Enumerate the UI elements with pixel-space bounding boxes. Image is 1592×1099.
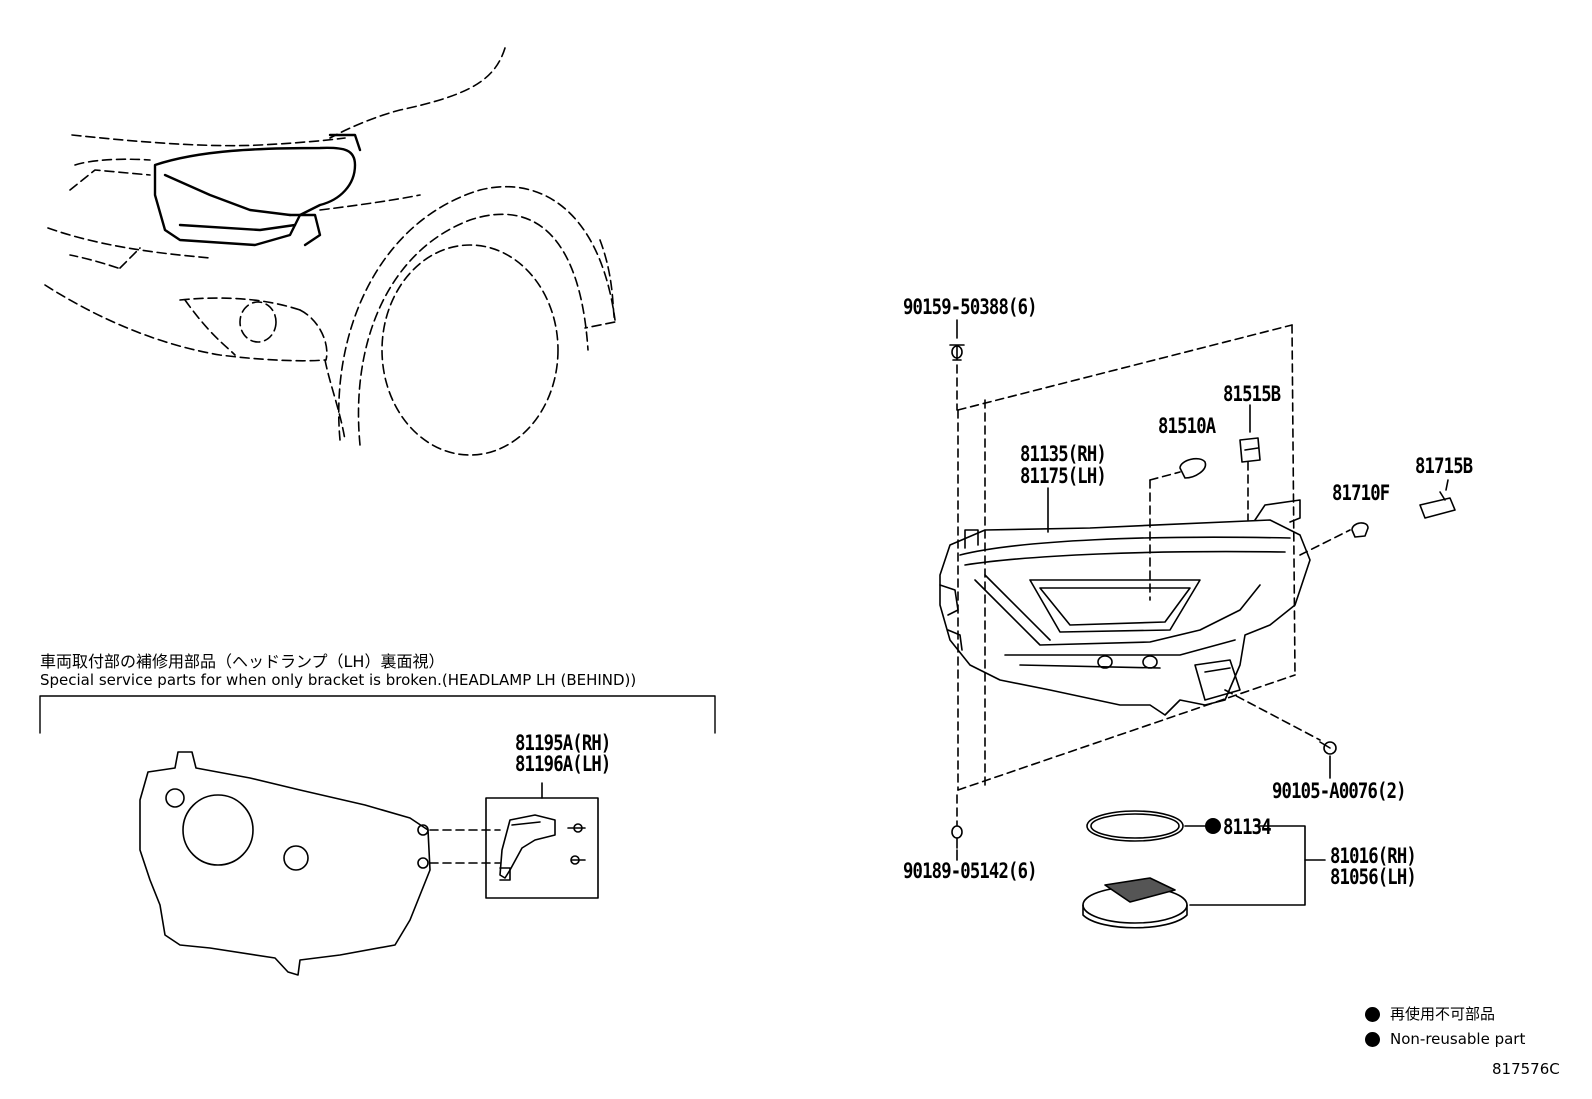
service-note-japanese: 車両取付部の補修用部品（ヘッドランプ（LH）裏面視） [40, 652, 445, 671]
vehicle-front-illustration [44, 47, 616, 456]
socket-81715b-icon [1419, 479, 1456, 519]
label-bolt-bottom: 90189-05142(6) [903, 859, 1037, 883]
bolt-top-icon [949, 319, 965, 411]
legend-jp-text: 再使用不可部品 [1390, 1005, 1496, 1023]
vehicle-headlamp-illustration [153, 133, 362, 247]
label-bracket-lh: 81196A(LH) [515, 752, 611, 776]
headlamp-back-view-illustration [139, 751, 501, 976]
figure-reference: 817576C [1492, 1060, 1560, 1078]
screw-right-icon [1319, 741, 1337, 779]
legend-dot-icon [1365, 1007, 1380, 1022]
label-screw-right: 90105-A0076(2) [1272, 779, 1406, 803]
bolt-bottom-icon [951, 794, 963, 861]
label-bulb-81710f: 81710F [1332, 481, 1390, 505]
part-bracket-leader [1189, 825, 1306, 906]
label-computer-lh: 81056(LH) [1330, 865, 1417, 889]
label-headlamp-lh: 81175(LH) [1020, 464, 1107, 488]
bulb-81710f-icon [1351, 522, 1369, 538]
legend-en-text: Non-reusable part [1390, 1030, 1526, 1048]
service-note-english: Special service parts for when only brac… [40, 671, 637, 689]
legend-dot-icon [1365, 1032, 1380, 1047]
legend-english: Non-reusable part [1365, 1030, 1525, 1048]
label-computer-rh: 81016(RH) [1330, 844, 1417, 868]
headlamp-computer-icon [1082, 877, 1188, 929]
headlamp-assembly-illustration [939, 324, 1351, 791]
service-note-bracket-frame [39, 695, 716, 734]
label-headlamp-rh: 81135(RH) [1020, 442, 1107, 466]
label-gasket: 81134 [1223, 815, 1272, 839]
label-bracket-rh: 81195A(RH) [515, 731, 611, 755]
bulb-81510a-icon [1179, 457, 1207, 479]
bracket-box [485, 782, 599, 899]
non-reusable-marker-icon [1205, 818, 1221, 834]
label-socket-81515b: 81515B [1223, 382, 1281, 406]
gasket-ring-icon [1086, 810, 1211, 842]
label-socket-81715b: 81715B [1415, 454, 1473, 478]
legend-japanese: 再使用不可部品 [1365, 1003, 1495, 1024]
label-bulb-81510a: 81510A [1158, 414, 1216, 438]
socket-81515b-icon [1239, 404, 1261, 463]
label-bolt-top: 90159-50388(6) [903, 295, 1037, 319]
